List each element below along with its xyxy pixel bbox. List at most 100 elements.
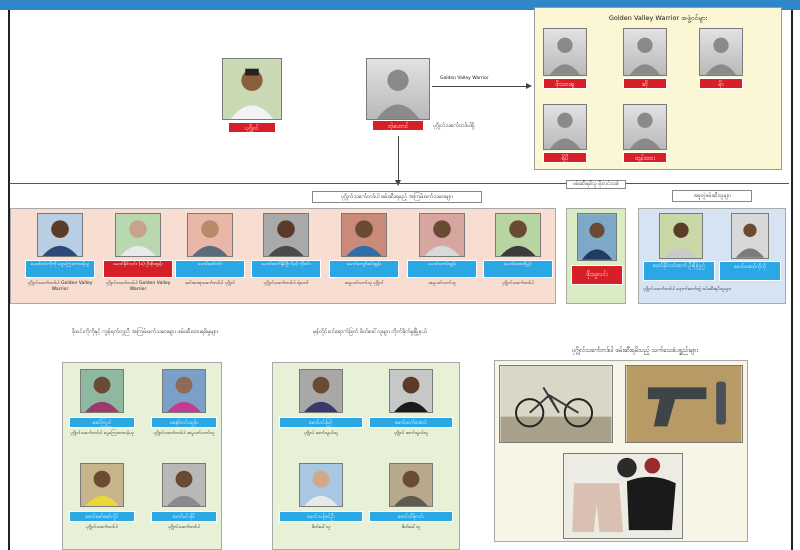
arrested-label: မောင်ဝင်းကိုကို ငွေကြေးတာဝန်ယူ [25, 260, 95, 278]
arrested-photo [495, 213, 541, 257]
arrested-photo [37, 213, 83, 257]
bottom-left-panel: မခင်ကြည်ပုဂ္ဂိုလ်သင်္ကေတဒ်ပါ ငွေကြေးတာဝန… [62, 362, 222, 550]
bottom-left-person: မခင်ကြည်ပုဂ္ဂိုလ်သင်္ကေတဒ်ပါ ငွေကြေးတာဝန… [69, 369, 135, 455]
gvw-member: မိုး [699, 28, 743, 92]
group-divider [9, 183, 789, 184]
bottom-mid-label: မောင်ဝင်းမြင့် [279, 417, 363, 428]
gvw-title: Golden Valley Warrior အဖွဲ့ဝင်များ [608, 14, 708, 22]
arrested-person: မောင်ထက်နိုင်ဦး (ခ) ကိုဝင်းပုဂ္ဂိုလ်သင်္… [251, 213, 321, 301]
right-group-photo [731, 213, 769, 259]
arrested-label: မောင်နိုင်လင်း (ခ) ဦးစိုးထွန်း [103, 260, 173, 278]
leader-photo [222, 58, 282, 120]
arrested-caption: ပုဂ္ဂိုလ်သင်္ကေတဒ်ပါ Golden Valley Warri… [105, 281, 171, 292]
right-group-panel: မောင်နိုင်လင်းထက် ဦးစိုးပြည့် မောင်အောင်… [638, 208, 786, 304]
arrested-photo [419, 213, 465, 257]
bottom-left-photo [80, 369, 124, 413]
bottom-mid-person: မောင်ဝင်းမြင့်ပုဂ္ဂိုလ် ဆက်သွယ်သူ [279, 369, 363, 455]
page-right-border [791, 10, 793, 550]
arrested-person: မောင်ဇော်ဝင်းအင်အားစုသင်္ကေတဒ်ပါ ပုဂ္ဂို… [175, 213, 245, 301]
bottom-left-label: မခင်ကြည် [69, 417, 135, 428]
arrested-caption: အင်အားစုသင်္ကေတဒ်ပါ ပုဂ္ဂိုလ် [184, 281, 235, 286]
bottom-mid-caption: ပုဂ္ဂိုလ် ဆက်သွယ်သူ [304, 431, 338, 436]
bottom-left-label: မောင်မင်းနိုင် [151, 511, 217, 522]
bottom-left-title: ဖိုးဝင်းကိုကိုနှင့် ကွန်ရက်တူညီ အကြမ်းဖက… [71, 329, 219, 335]
arrested-caption: ပုဂ္ဂိုလ်သင်္ကေတဒ်ပါ [502, 281, 534, 286]
bottom-right-title: ပုဂ္ဂိုလ်သင်္ကေတဒ်ပါ ဖမ်းဆီးရမိသည့် သက်သ… [571, 347, 699, 354]
right-group-photo [659, 213, 703, 259]
arrested-label: မောင်သက်ထွန်း [407, 260, 477, 278]
gvw-member-photo [623, 104, 667, 150]
evidence-bicycle-photo [499, 365, 613, 443]
gvw-member-name: ဖိုးသားချ [543, 78, 587, 89]
mid-group-photo [577, 213, 617, 261]
mid-group-member: ဖိုးသူလင်း [571, 265, 623, 285]
bottom-left-person: မောင်မင်းနိုင်ပုဂ္ဂိုလ်သင်္ကေတဒ်ပါ [151, 463, 217, 549]
arrow-to-gvw-label: Golden Valley Warrior [440, 76, 489, 81]
leader-name: ပုဂ္ဂိုလ် [228, 122, 276, 133]
right-group-caption: ပုဂ္ဂိုလ်သင်္ကေတဒ်ပါ နောက်ဆက်တွဲ ဖမ်းဆီး… [643, 287, 731, 292]
bottom-mid-photo [299, 463, 343, 507]
arrested-photo [341, 213, 387, 257]
arrow-down-line [398, 136, 399, 180]
page-left-border [8, 10, 10, 550]
bottom-mid-panel: မောင်ဝင်းမြင့်ပုဂ္ဂိုလ် ဆက်သွယ်သူမောင်ထက… [272, 362, 460, 550]
bottom-left-label: မောင်ဇော်ဇော်လှိုင် [69, 511, 135, 522]
arrow-to-gvw-line [432, 86, 526, 87]
bottom-mid-label: မောင်သန့်ဇင်ဦး [279, 511, 363, 522]
arrested-photo [115, 213, 161, 257]
arrested-label: မောင်ကျော်ဇင်ထွန်း [329, 260, 399, 278]
bottom-mid-label: မောင်ထက်အောင် [369, 417, 453, 428]
gvw-member: ဖိုးသားချ [543, 28, 587, 92]
gvw-member-photo [623, 28, 667, 76]
gvw-member-name: ထွန်းထား [623, 152, 667, 163]
central-node: ဘဲ့ဟောင် [366, 58, 430, 134]
arrested-person: မောင်ဝင်းကိုကို ငွေကြေးတာဝန်ယူပုဂ္ဂိုလ်သ… [25, 213, 95, 301]
mid-group-title: ဖမ်းဆီးရမိသူ မိုးလင်းသစ် [566, 180, 626, 189]
gvw-member: ရိုပို [543, 104, 587, 168]
bottom-left-label: မနော်လင်းထွန်း [151, 417, 217, 428]
bottom-left-photo [162, 463, 206, 507]
arrested-caption: အမှုပတ်သက်သူ [428, 281, 456, 286]
bottom-mid-person: မောင်ထက်အောင်ပုဂ္ဂိုလ် ဆက်သွယ်သူ [369, 369, 453, 455]
evidence-panel [494, 360, 748, 542]
bottom-left-person: မနော်လင်းထွန်းပုဂ္ဂိုလ်သင်္ကေတဒ်ပါ အမှုပ… [151, 369, 217, 455]
bottom-left-person: မောင်ဇော်ဇော်လှိုင်ပုဂ္ဂိုလ်သင်္ကေတဒ်ပါ [69, 463, 135, 549]
arrested-person: မောင်ကျော်ဇင်ထွန်းအမှုပတ်သက်သူ ပုဂ္ဂိုလ် [329, 213, 399, 301]
arrested-panel: မောင်ဝင်းကိုကို ငွေကြေးတာဝန်ယူပုဂ္ဂိုလ်သ… [10, 208, 556, 304]
bottom-mid-caption: ပုဂ္ဂိုလ် ဆက်သွယ်သူ [394, 431, 428, 436]
arrested-label: မောင်ဇော်ဝင်း [175, 260, 245, 278]
bottom-mid-label: မောင်ထိန်လင်း [369, 511, 453, 522]
bottom-left-caption: ပုဂ္ဂိုလ်သင်္ကေတဒ်ပါ အမှုပတ်သက်သူ [153, 431, 215, 436]
arrested-label: မောင်ထက်နိုင်ဦး (ခ) ကိုဝင်း [251, 260, 321, 278]
bottom-mid-person: မောင်ထိန်လင်းဖိတ်ခေါ်သူ [369, 463, 453, 549]
bottom-mid-caption: ဖိတ်ခေါ်သူ [401, 525, 421, 530]
arrested-person: မောင်သက်ထွန်းအမှုပတ်သက်သူ [407, 213, 477, 301]
right-group-member-label: မောင်အောင်ကိုကို [719, 261, 781, 281]
arrested-photo [263, 213, 309, 257]
group-title: ပုဂ္ဂိုလ်သင်္ကေတဒ်ပါ ဖမ်းဆီးရမည့် အကြမ်း… [312, 191, 482, 203]
mid-group-panel: ဖိုးသူလင်း [566, 208, 626, 304]
arrow-to-gvw-head [526, 83, 532, 89]
gvw-member-name: မိုး [699, 78, 743, 89]
central-description: ပုဂ္ဂိုလ်သင်္ကေတဒ်ပါရှိ [433, 123, 475, 129]
header-strip [0, 0, 800, 10]
bottom-left-photo [162, 369, 206, 413]
gvw-member-photo [699, 28, 743, 76]
bottom-left-caption: ပုဂ္ဂိုလ်သင်္ကေတဒ်ပါ [168, 525, 200, 530]
central-photo [366, 58, 430, 120]
gvw-member-photo [543, 28, 587, 76]
bottom-left-caption: ပုဂ္ဂိုလ်သင်္ကေတဒ်ပါ [86, 525, 118, 530]
gvw-member-name: ရိုပို [543, 152, 587, 163]
bottom-left-caption: ပုဂ္ဂိုလ်သင်္ကေတဒ်ပါ ငွေကြေးတာဝန်ယူ [70, 431, 134, 436]
bottom-left-photo [80, 463, 124, 507]
arrested-caption: ပုဂ္ဂိုလ်သင်္ကေတဒ်ပါ Golden Valley Warri… [27, 281, 93, 292]
gvw-member: ထွန်းထား [623, 104, 667, 168]
gvw-member-name: ဆို [623, 78, 667, 89]
gvw-panel: Golden Valley Warrior အဖွဲ့ဝင်များ ဖိုးသ… [534, 7, 782, 170]
bottom-mid-person: မောင်သန့်ဇင်ဦးဖိတ်ခေါ်သူ [279, 463, 363, 549]
arrested-person: မောင်နိုင်လင်း (ခ) ဦးစိုးထွန်းပုဂ္ဂိုလ်သ… [103, 213, 173, 301]
gvw-member: ဆို [623, 28, 667, 92]
bottom-mid-photo [389, 369, 433, 413]
bottom-mid-photo [299, 369, 343, 413]
bottom-mid-title: မုန်တိုင်းဝင်ရောက်ဖြတ် ဖိတ်ခေါ်သူများ တိ… [313, 329, 427, 335]
